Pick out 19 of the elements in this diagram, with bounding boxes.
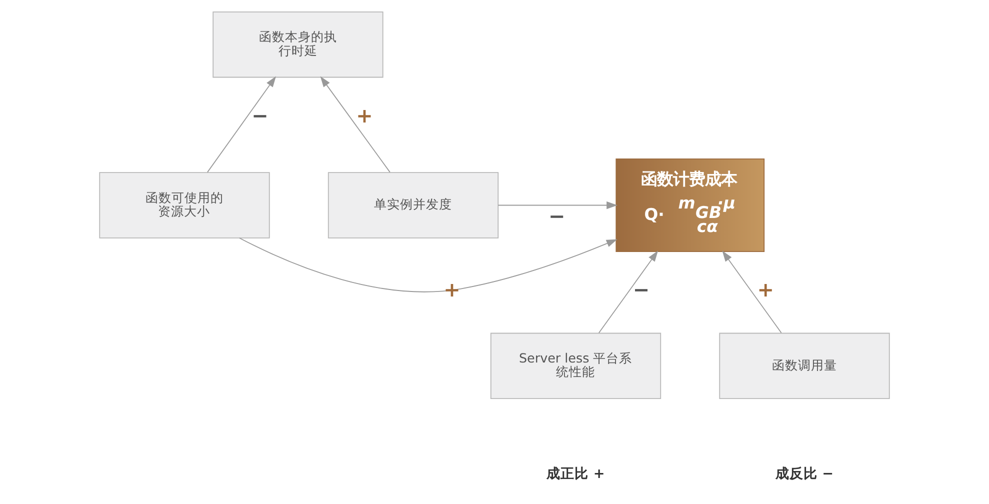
arrow xyxy=(238,238,618,292)
node-box: 函数可使用的资源大小 xyxy=(99,172,270,238)
arrow xyxy=(598,250,658,334)
arrow xyxy=(207,76,276,173)
label: 成反比 − xyxy=(775,466,834,482)
arrow xyxy=(320,76,390,173)
arrow xyxy=(498,201,618,210)
node-box: 函数调用量 xyxy=(719,332,890,400)
edge-label: − xyxy=(548,204,566,228)
edge-label: + xyxy=(356,103,373,128)
node-box: 函数本身的执行时延 xyxy=(212,11,384,78)
arrow xyxy=(722,250,782,334)
node-box: 单实例并发度 xyxy=(328,172,499,238)
label: 成正比 + xyxy=(546,466,605,482)
edge-label: − xyxy=(252,103,268,128)
edge-label: + xyxy=(444,278,460,302)
edge-label: − xyxy=(632,278,650,302)
edge-label: + xyxy=(757,278,774,302)
node-box: Server less 平台系统性能 xyxy=(490,332,662,400)
